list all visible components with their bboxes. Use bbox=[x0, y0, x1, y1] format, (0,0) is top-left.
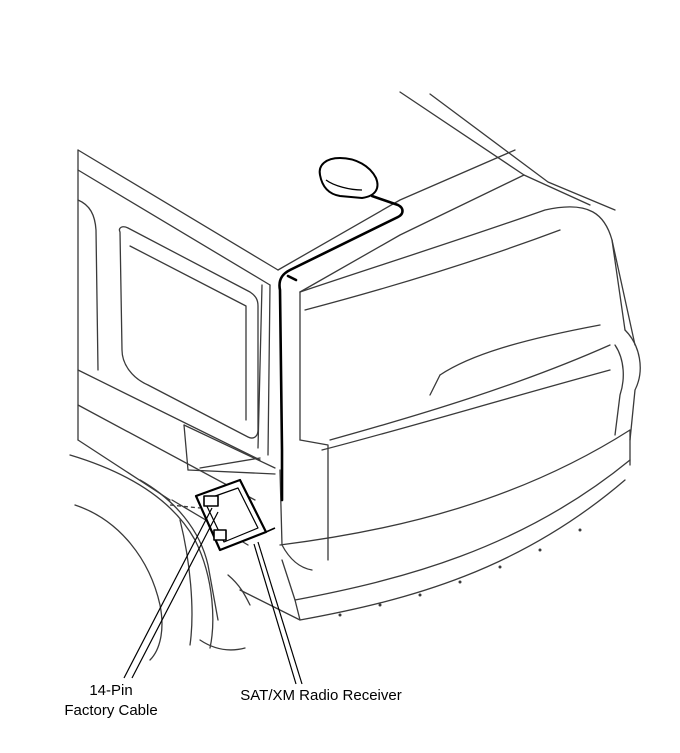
connector-dashed-line bbox=[169, 504, 201, 509]
factory-cable-label-line2: Factory Cable bbox=[64, 702, 158, 719]
leader-line-receiver bbox=[253, 543, 297, 685]
radio-receiver-label: SAT/XM Radio Receiver bbox=[240, 687, 402, 704]
tail-light bbox=[183, 424, 276, 475]
rear-bumper bbox=[227, 429, 631, 621]
bumper-dots bbox=[338, 528, 582, 617]
factory-cable-label: 14-Pin Factory Cable bbox=[52, 681, 170, 721]
factory-cable-label-line1: 14-Pin bbox=[89, 682, 133, 699]
side-body bbox=[77, 149, 271, 621]
leader-line-cable bbox=[123, 507, 213, 679]
rear-hatch bbox=[279, 206, 641, 571]
leader-lines bbox=[123, 507, 303, 685]
radio-receiver-box-icon bbox=[194, 478, 276, 552]
antenna-cable-route bbox=[278, 194, 404, 502]
side-window bbox=[118, 226, 259, 439]
shark-fin-antenna-icon bbox=[318, 156, 379, 200]
roof-outline bbox=[77, 91, 616, 293]
